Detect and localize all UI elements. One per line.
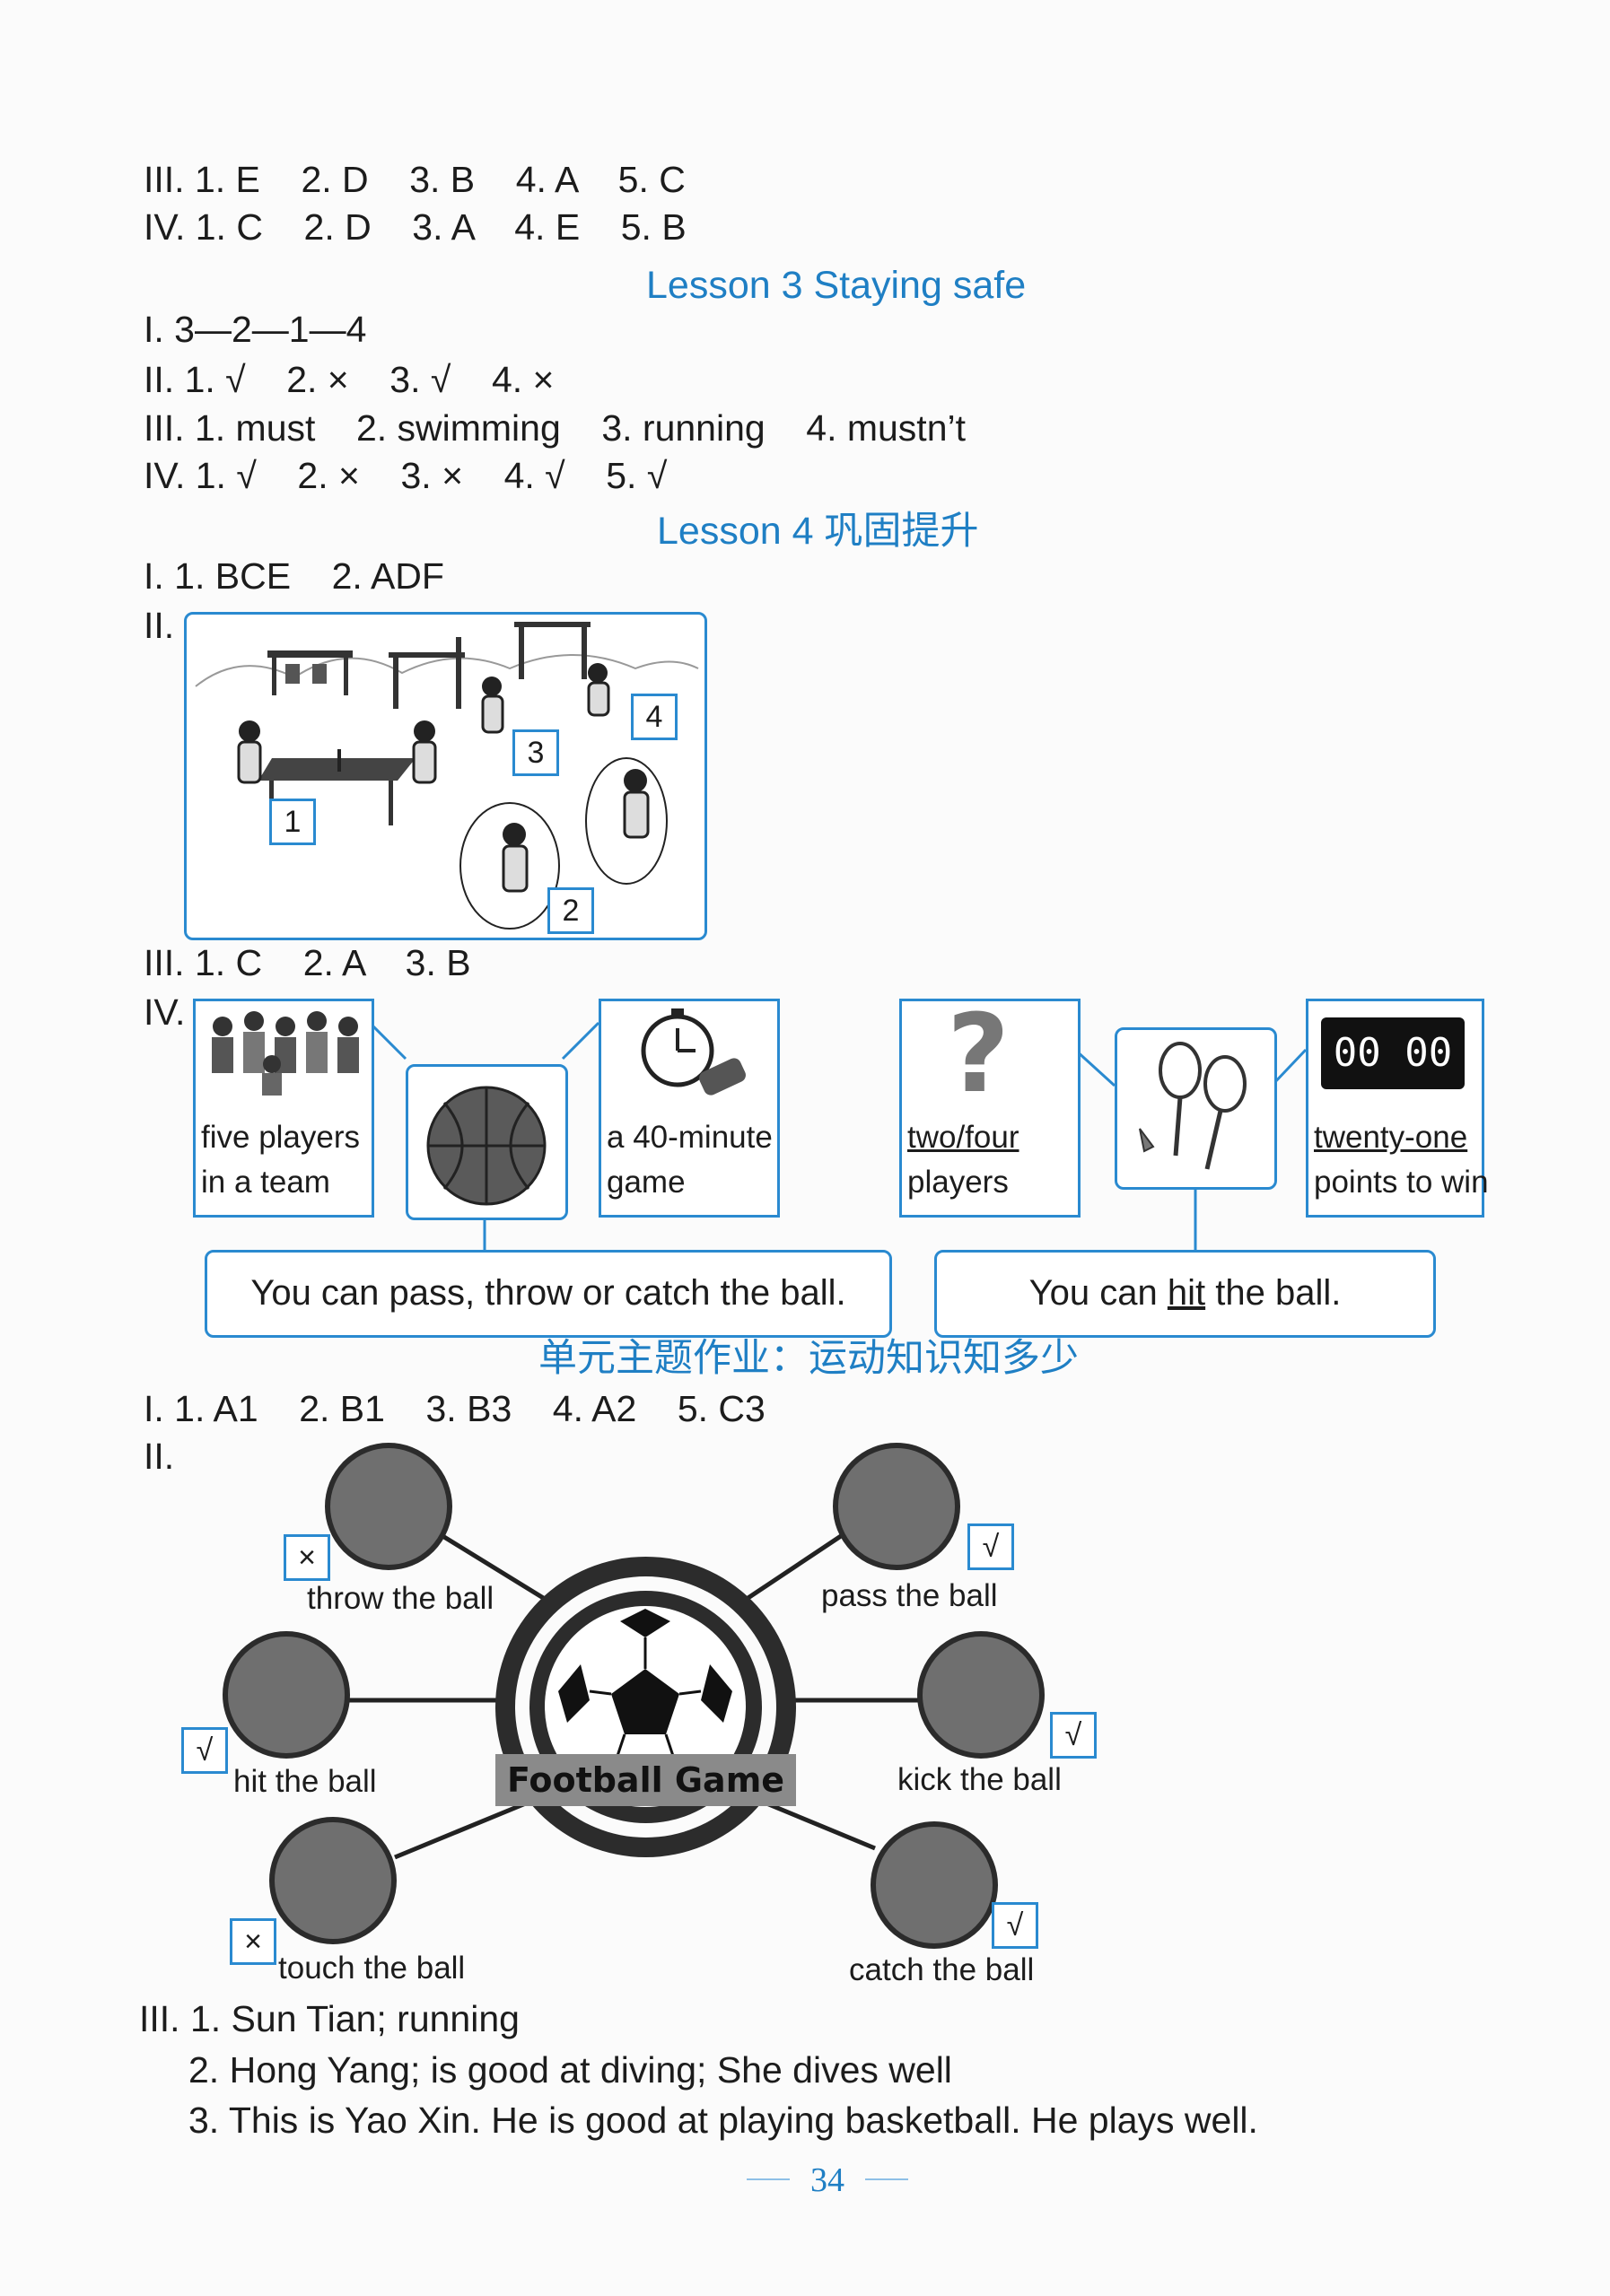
basketball-sentence-box: You can pass, throw or catch the ball. xyxy=(205,1250,892,1338)
lesson3-answer-i: I. 3—2—1—4 xyxy=(144,309,367,350)
lesson4-answer-iii: III. 1. C 2. A 3. B xyxy=(144,942,471,983)
badminton-points-card: 00 00 twenty-one points to win xyxy=(1306,999,1489,1218)
badminton-card1-line1: two/four xyxy=(907,1120,1019,1155)
mindmap-connectors xyxy=(346,1532,920,1860)
touch-ball-mark: × xyxy=(230,1918,276,1965)
lesson3-title: Lesson 3 Staying safe xyxy=(646,264,1027,307)
game-time-card: a 40-minute game xyxy=(599,999,780,1218)
badminton-sentence-answer: hit xyxy=(1167,1273,1206,1313)
basketball-card1-line2: in a team xyxy=(201,1165,330,1200)
touch-ball-icon xyxy=(269,1817,397,1944)
pass-ball-label: pass the ball xyxy=(821,1578,998,1613)
basketball-card2-line2: game xyxy=(607,1165,686,1200)
playground-drawing xyxy=(195,622,699,930)
badminton-sentence-box: You can hit the ball. xyxy=(934,1250,1436,1338)
throw-ball-label: throw the ball xyxy=(307,1581,494,1616)
catch-ball-label: catch the ball xyxy=(849,1952,1035,1987)
hit-ball-icon xyxy=(223,1631,350,1759)
unit-answer-i: I. 1. A1 2. B1 3. B3 4. A2 5. C3 xyxy=(144,1388,766,1429)
hit-ball-mark: √ xyxy=(181,1727,228,1774)
throw-ball-mark: × xyxy=(284,1534,330,1581)
badminton-sentence-post: the ball. xyxy=(1205,1273,1342,1313)
kick-ball-mark: √ xyxy=(1050,1712,1097,1759)
lesson3-answer-iii: III. 1. must 2. swimming 3. running 4. m… xyxy=(144,407,966,449)
football-game-center xyxy=(495,1557,796,1857)
playground-number-2: 2 xyxy=(547,887,594,934)
answer-line-iii: III. 1. E 2. D 3. B 4. A 5. C xyxy=(144,159,686,200)
badminton-picture-card xyxy=(1115,1027,1277,1190)
soccer-ball-icon xyxy=(545,1606,746,1807)
stopwatch-icon xyxy=(641,1008,746,1096)
unit-answer-iii-2: 2. Hong Yang; is good at diving; She div… xyxy=(188,2049,952,2091)
pass-ball-mark: √ xyxy=(967,1523,1014,1570)
pass-ball-icon xyxy=(833,1443,960,1570)
team-players-icon xyxy=(212,1011,359,1096)
scoreboard-digits: 00 00 xyxy=(1333,1030,1453,1076)
badminton-card2-line1: twenty-one xyxy=(1314,1120,1468,1155)
basketball-picture-card xyxy=(406,1064,568,1220)
lesson3-answer-ii: II. 1. √ 2. × 3. √ 4. × xyxy=(144,359,555,400)
football-game-label: Football Game xyxy=(506,1760,785,1800)
lesson4-answer-iv-label: IV. xyxy=(144,991,186,1033)
football-game-banner: Football Game xyxy=(495,1754,796,1806)
badminton-card1-line2: players xyxy=(907,1165,1009,1200)
kick-ball-icon xyxy=(917,1631,1045,1759)
answer-line-iv: IV. 1. C 2. D 3. A 4. E 5. B xyxy=(144,206,687,248)
basketball-card2-line1: a 40-minute xyxy=(607,1120,773,1155)
page-number: 34 xyxy=(790,2159,865,2202)
badminton-sentence: You can hit the ball. xyxy=(937,1272,1433,1314)
question-mark-icon: ? xyxy=(947,992,1010,1117)
catch-ball-icon xyxy=(871,1821,998,1949)
throw-ball-icon xyxy=(325,1443,452,1570)
kick-ball-label: kick the ball xyxy=(897,1762,1062,1797)
iv-connectors xyxy=(368,1021,1308,1250)
playground-number-4: 4 xyxy=(631,694,678,740)
lesson3-answer-iv: IV. 1. √ 2. × 3. × 4. √ 5. √ xyxy=(144,455,668,496)
lesson4-answer-i: I. 1. BCE 2. ADF xyxy=(144,555,444,597)
unit-answer-iii-1: III. 1. Sun Tian; running xyxy=(139,1998,520,2039)
lesson4-title: Lesson 4 巩固提升 xyxy=(657,510,979,553)
badminton-sentence-pre: You can xyxy=(1028,1273,1168,1313)
badminton-players-card: ? two/four players xyxy=(899,992,1081,1218)
basketball-sentence: You can pass, throw or catch the ball. xyxy=(250,1273,846,1313)
catch-ball-mark: √ xyxy=(992,1902,1038,1949)
lesson4-answer-ii-label: II. xyxy=(144,605,175,646)
touch-ball-label: touch the ball xyxy=(278,1951,466,1986)
badminton-rackets-icon xyxy=(1139,1042,1247,1170)
basketball-card1-line1: five players xyxy=(201,1120,361,1155)
badminton-card2-line2: points to win xyxy=(1314,1165,1489,1200)
scoreboard-icon: 00 00 xyxy=(1321,1017,1465,1089)
unit-answer-iii-3: 3. This is Yao Xin. He is good at playin… xyxy=(188,2100,1258,2141)
basketball-players-card: five players in a team xyxy=(193,999,374,1218)
basketball-icon xyxy=(426,1086,547,1206)
playground-number-1: 1 xyxy=(269,799,316,845)
svg-text:?: ? xyxy=(947,992,1010,1117)
playground-illustration: 1 2 3 4 xyxy=(184,612,707,940)
hit-ball-label: hit the ball xyxy=(233,1764,377,1799)
playground-number-3: 3 xyxy=(512,729,559,776)
unit-answer-ii-label: II. xyxy=(144,1436,175,1477)
unit-title: 单元主题作业：运动知识知多少 xyxy=(538,1337,1079,1380)
